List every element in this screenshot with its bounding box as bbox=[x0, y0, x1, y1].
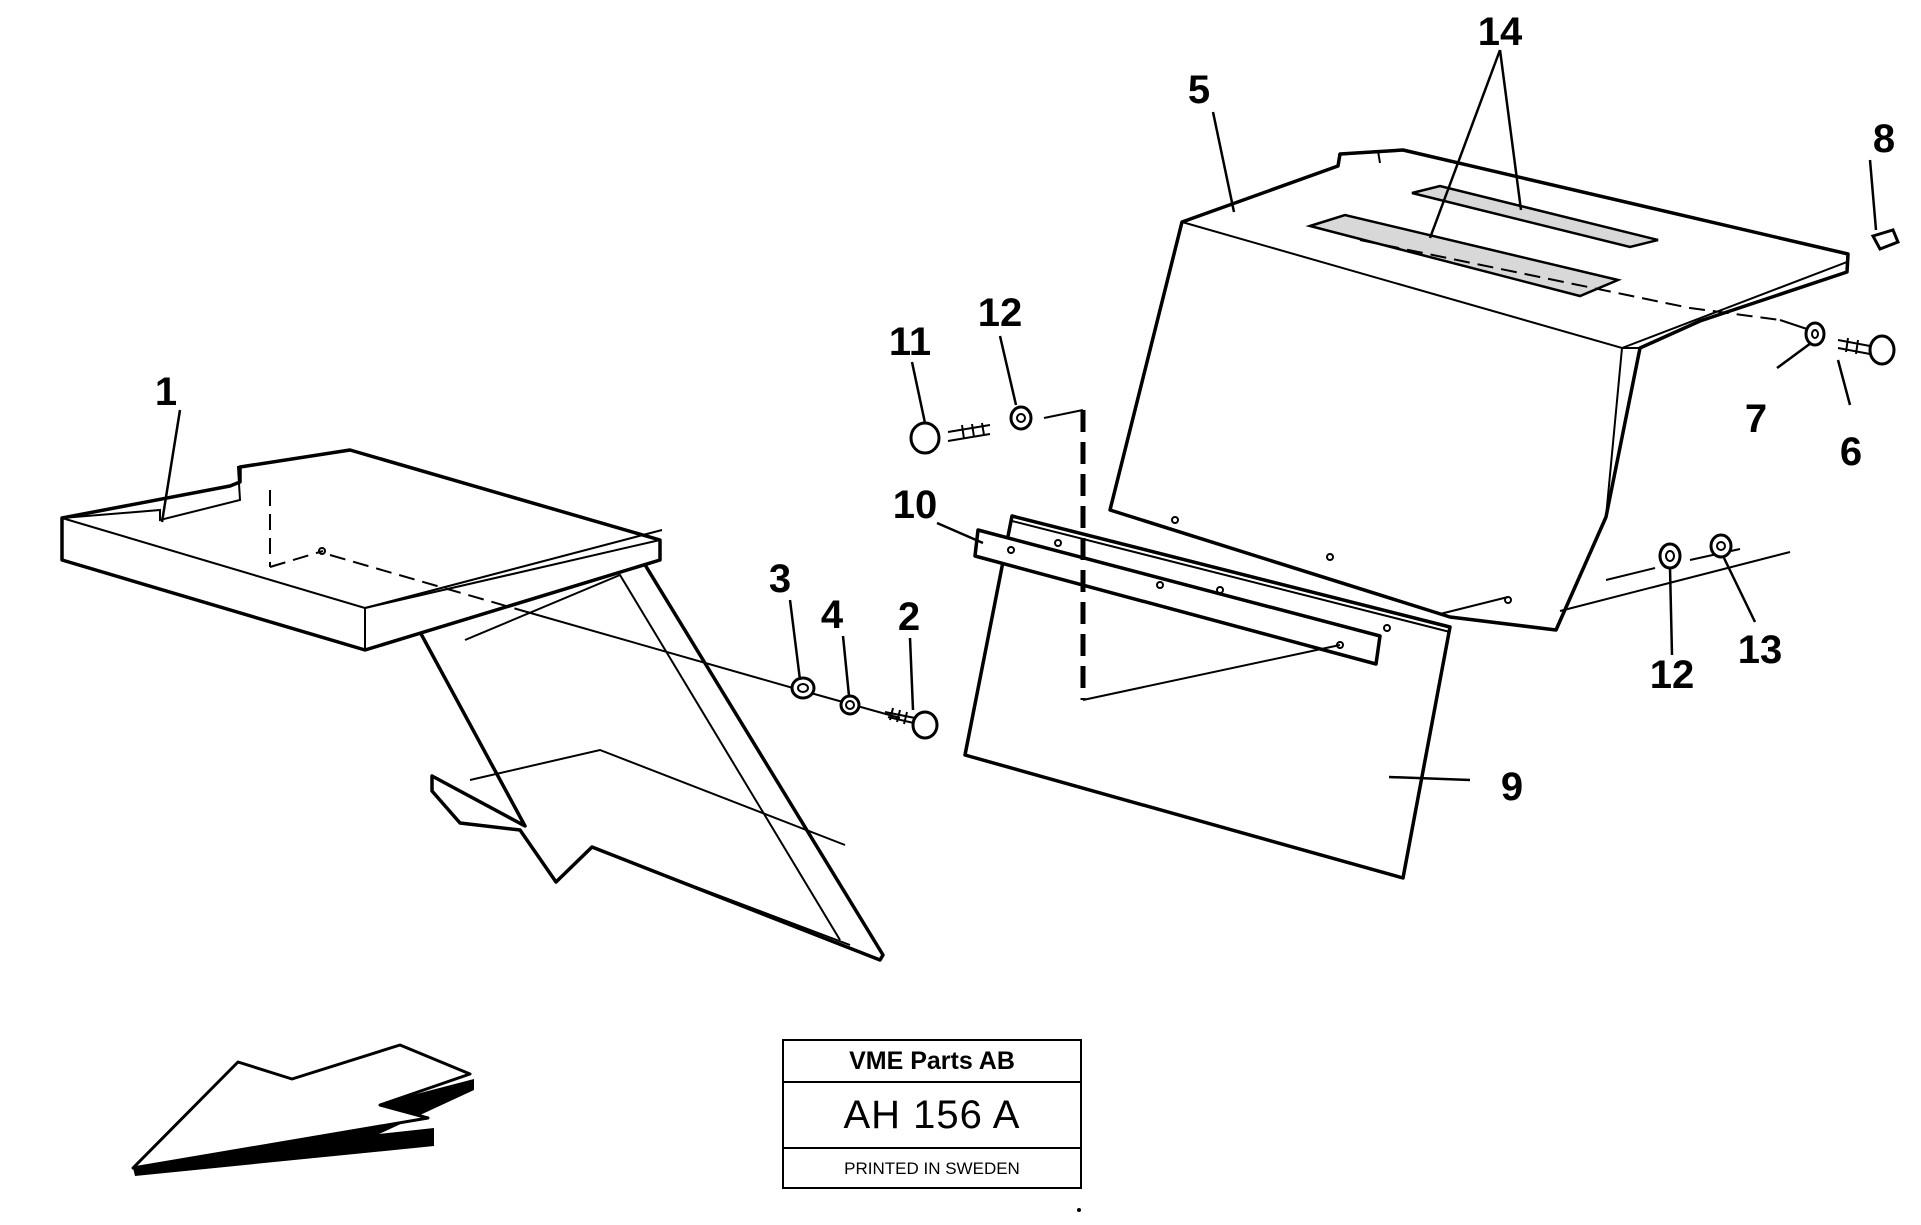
printed-note: PRINTED IN SWEDEN bbox=[844, 1159, 1020, 1178]
part-9-lower-plate bbox=[963, 514, 1452, 880]
washer-12-lower bbox=[1658, 542, 1682, 570]
callout-3: 3 bbox=[769, 557, 791, 601]
direction-arrow-icon bbox=[131, 1043, 474, 1176]
part-10-bar bbox=[973, 516, 1391, 666]
nut-3 bbox=[790, 676, 816, 700]
stray-mark bbox=[1077, 1208, 1081, 1212]
assembly-line-left bbox=[329, 554, 521, 611]
callout-5: 5 bbox=[1188, 68, 1210, 112]
anti-slip-pad-14b bbox=[1305, 213, 1623, 298]
washer-12-upper bbox=[1009, 405, 1033, 431]
callout-11: 11 bbox=[889, 320, 931, 364]
part-5-main-cover bbox=[1108, 148, 1850, 632]
callout-1: 1 bbox=[155, 370, 177, 414]
callout-4: 4 bbox=[821, 593, 844, 637]
callout-12-lower: 12 bbox=[1650, 653, 1695, 697]
callout-9: 9 bbox=[1501, 765, 1523, 809]
company-name: VME Parts AB bbox=[784, 1041, 1080, 1083]
drawing-code: AH 156 A bbox=[784, 1083, 1080, 1149]
callouts: 1 3 4 2 5 14 8 7 6 11 12 10 9 12 13 bbox=[155, 10, 1895, 809]
cap-8 bbox=[1870, 228, 1900, 251]
leader-lines bbox=[160, 49, 1878, 782]
washer-7 bbox=[1804, 321, 1826, 347]
callout-14: 14 bbox=[1478, 10, 1523, 54]
nut-13 bbox=[1709, 533, 1733, 559]
bolt-6 bbox=[1837, 334, 1896, 366]
callout-8: 8 bbox=[1873, 117, 1895, 161]
part-1-step-bracket bbox=[60, 448, 885, 962]
bolt-2 bbox=[884, 707, 939, 740]
title-block: VME Parts AB AH 156 A PRINTED IN SWEDEN bbox=[782, 1039, 1082, 1189]
callout-13: 13 bbox=[1738, 628, 1783, 672]
callout-12-upper: 12 bbox=[978, 291, 1023, 335]
anti-slip-pad-14a bbox=[1411, 184, 1659, 249]
washer-4 bbox=[839, 694, 861, 716]
bolt-11 bbox=[909, 421, 991, 455]
callout-7: 7 bbox=[1745, 397, 1767, 441]
callout-6: 6 bbox=[1840, 430, 1862, 474]
callout-10: 10 bbox=[893, 483, 938, 527]
callout-2: 2 bbox=[898, 595, 920, 639]
